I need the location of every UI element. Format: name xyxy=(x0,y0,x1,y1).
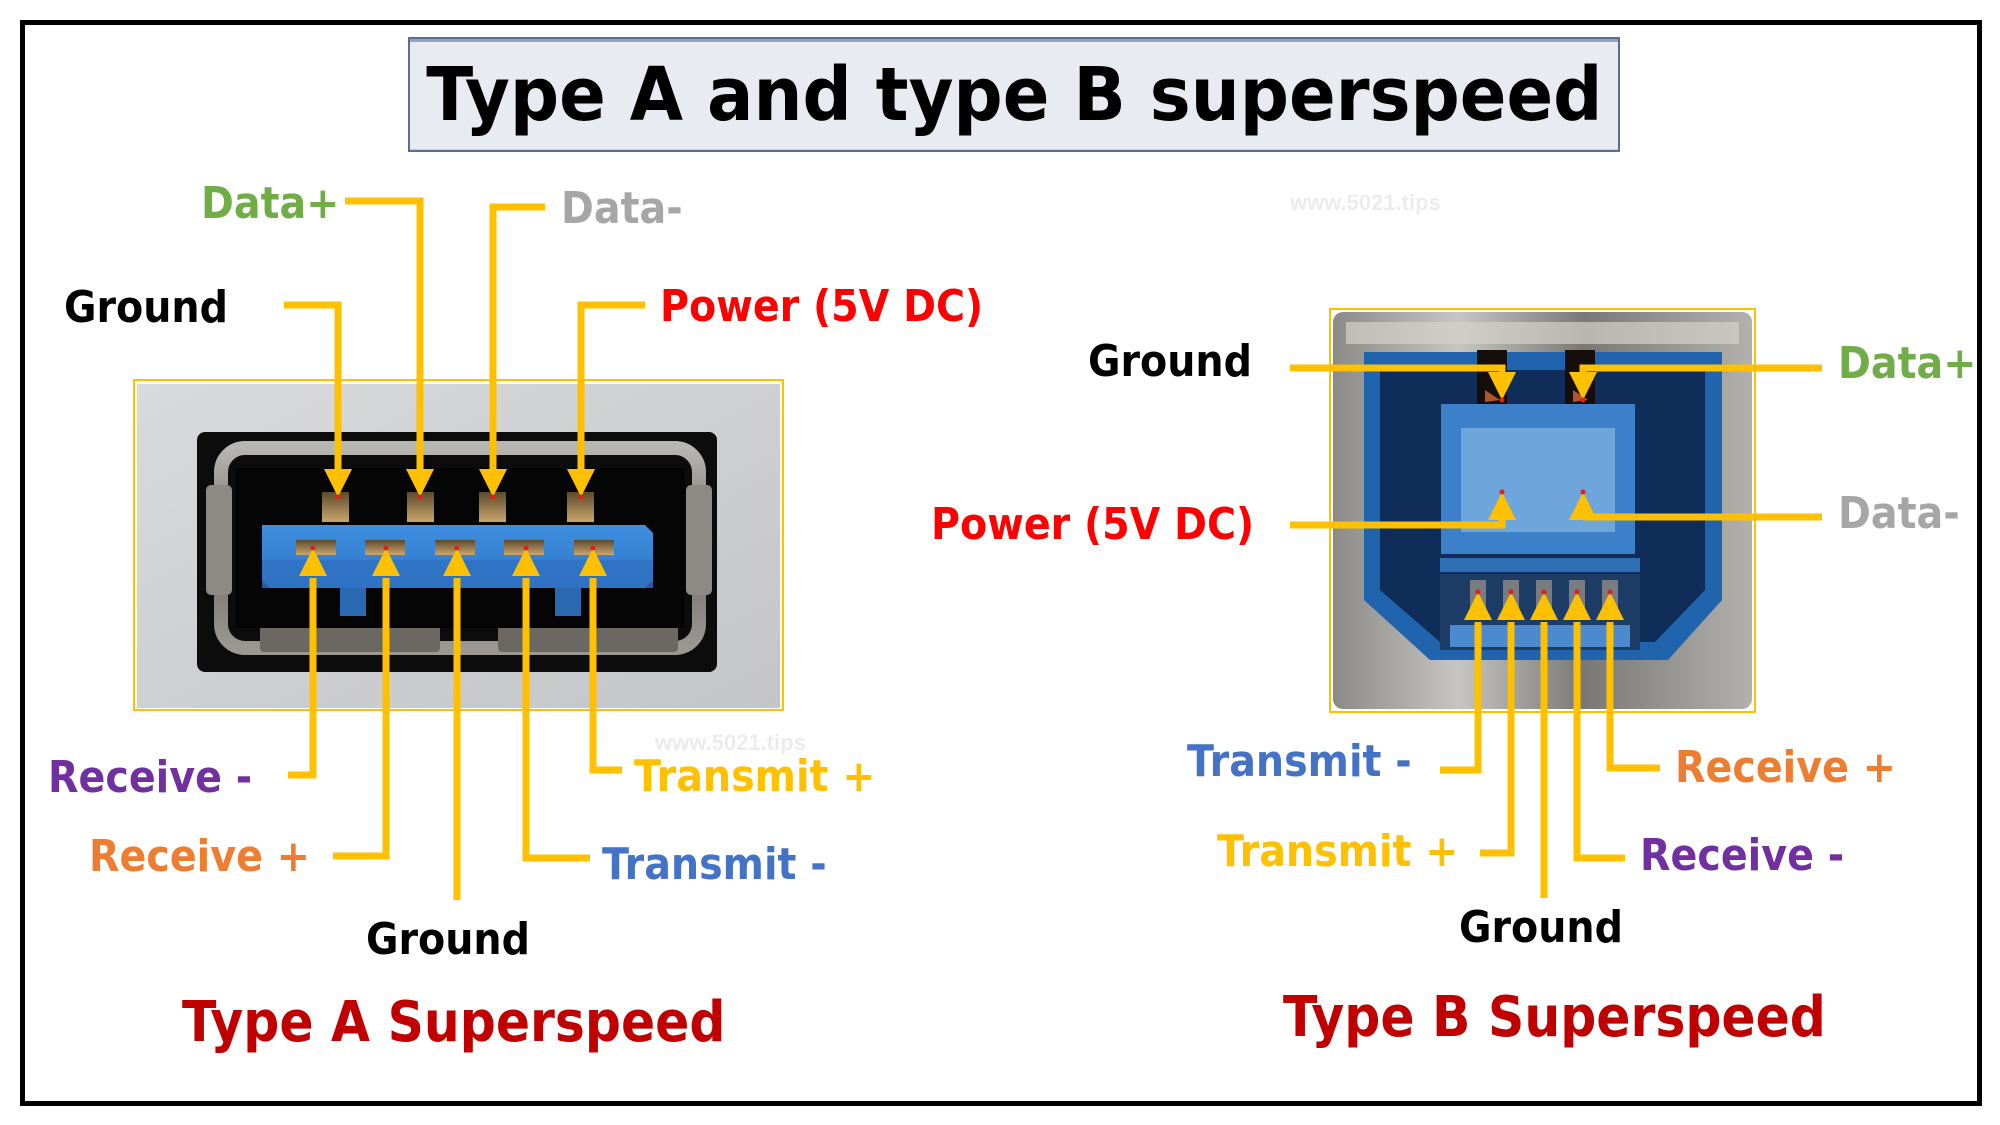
type-a-label-power: Power (5V DC) xyxy=(660,281,984,332)
leader-a-data-plus xyxy=(345,197,424,470)
type-a-label-receive-plus: Receive + xyxy=(89,831,310,882)
type-b-pin xyxy=(1485,390,1500,402)
pin-contact-marker xyxy=(523,545,529,551)
arrow-icon xyxy=(372,548,400,576)
pin-contact-marker xyxy=(1541,589,1547,595)
leader-b-transmit-minus xyxy=(1440,622,1482,774)
type-a-label-data-minus: Data- xyxy=(561,183,683,234)
type-b-label-data-minus: Data- xyxy=(1838,488,1960,539)
type-a-shield-tab-left xyxy=(206,485,232,595)
type-a-latch-left xyxy=(260,624,440,652)
type-b-port xyxy=(1329,308,1756,713)
leader-b-ground-top xyxy=(1290,364,1506,372)
type-a-label-ground-top: Ground xyxy=(64,282,228,333)
type-b-label-data-plus: Data+ xyxy=(1838,338,1977,389)
leader-a-receive-plus xyxy=(333,578,390,860)
watermark: www.5021.tips xyxy=(655,730,806,755)
type-a-pin xyxy=(322,492,349,522)
pin-contact-marker xyxy=(590,545,596,551)
leader-b-receive-plus xyxy=(1606,622,1660,772)
type-a-shield-tab-right xyxy=(686,485,712,595)
type-b-label-transmit-minus: Transmit - xyxy=(1187,736,1412,787)
leader-b-data-plus xyxy=(1579,364,1822,372)
pin-contact-marker xyxy=(383,545,389,551)
arrow-icon xyxy=(1488,492,1516,520)
leader-a-data-minus xyxy=(489,203,545,470)
leader-a-transmit-plus xyxy=(589,578,622,774)
pin-contact-marker xyxy=(578,494,584,500)
pin-contact-marker xyxy=(1508,589,1514,595)
type-b-ledge xyxy=(1440,558,1640,572)
pin-contact-marker xyxy=(1475,589,1481,595)
type-b-label-ground-bottom: Ground xyxy=(1459,902,1623,953)
arrow-icon xyxy=(512,548,540,576)
arrow-icon xyxy=(579,548,607,576)
arrow-icon xyxy=(479,469,507,497)
type-b-label-transmit-plus: Transmit + xyxy=(1217,826,1459,877)
leader-b-transmit-plus xyxy=(1480,622,1515,857)
arrow-icon xyxy=(1596,592,1624,620)
title-banner: Type A and type B superspeed xyxy=(408,37,1620,152)
arrow-icon xyxy=(1563,592,1591,620)
pin-contact-marker xyxy=(490,494,496,500)
type-b-caption: Type B Superspeed xyxy=(1283,985,1826,1050)
pin-contact-marker xyxy=(335,494,341,500)
type-b-label-receive-minus: Receive - xyxy=(1640,830,1845,881)
type-a-label-ground-bottom: Ground xyxy=(366,914,530,965)
pin-contact-marker xyxy=(1499,397,1505,403)
pin-contact-marker xyxy=(1574,589,1580,595)
leader-b-power xyxy=(1290,520,1506,529)
arrow-icon xyxy=(324,469,352,497)
watermark: www.5021.tips xyxy=(1290,190,1441,215)
pin-contact-marker xyxy=(417,494,423,500)
arrow-icon xyxy=(406,469,434,497)
type-b-label-receive-plus: Receive + xyxy=(1675,742,1896,793)
leader-a-power xyxy=(577,301,645,470)
pin-contact-marker xyxy=(1580,397,1586,403)
arrow-icon xyxy=(1488,372,1516,400)
pin-contact-marker xyxy=(1580,489,1586,495)
type-b-shield-top xyxy=(1346,322,1739,344)
pin-contact-marker xyxy=(310,545,316,551)
type-a-caption: Type A Superspeed xyxy=(182,990,726,1055)
pin-contact-marker xyxy=(1607,589,1613,595)
type-a-tongue-rib xyxy=(555,588,581,616)
leader-a-ground-top xyxy=(284,301,342,470)
type-a-label-transmit-minus: Transmit - xyxy=(602,839,827,890)
type-b-label-power: Power (5V DC) xyxy=(931,499,1255,550)
arrow-icon xyxy=(567,469,595,497)
type-b-ss-tongue xyxy=(1450,625,1630,647)
type-a-label-data-plus: Data+ xyxy=(201,178,340,229)
arrow-icon xyxy=(1464,592,1492,620)
arrow-icon xyxy=(1569,372,1597,400)
type-a-latch-right xyxy=(498,624,678,652)
leader-lines xyxy=(284,197,1822,900)
page-title: Type A and type B superspeed xyxy=(425,51,1603,138)
pin-contact-marker xyxy=(1499,489,1505,495)
leader-a-transmit-minus xyxy=(522,578,590,862)
leader-b-receive-minus xyxy=(1573,622,1625,862)
type-a-tongue-rib xyxy=(340,588,366,616)
arrow-icon xyxy=(299,548,327,576)
type-a-label-receive-minus: Receive - xyxy=(48,752,253,803)
arrow-icon xyxy=(1530,592,1558,620)
leader-b-data-minus xyxy=(1579,513,1822,521)
arrow-icon xyxy=(1497,592,1525,620)
type-a-ss-pin xyxy=(296,540,336,555)
arrow-icon xyxy=(443,548,471,576)
type-a-label-transmit-plus: Transmit + xyxy=(634,751,876,802)
leader-a-receive-minus xyxy=(288,578,317,779)
arrow-icon xyxy=(1569,492,1597,520)
pin-contact-marker xyxy=(454,545,460,551)
type-b-label-ground-top: Ground xyxy=(1088,336,1252,387)
